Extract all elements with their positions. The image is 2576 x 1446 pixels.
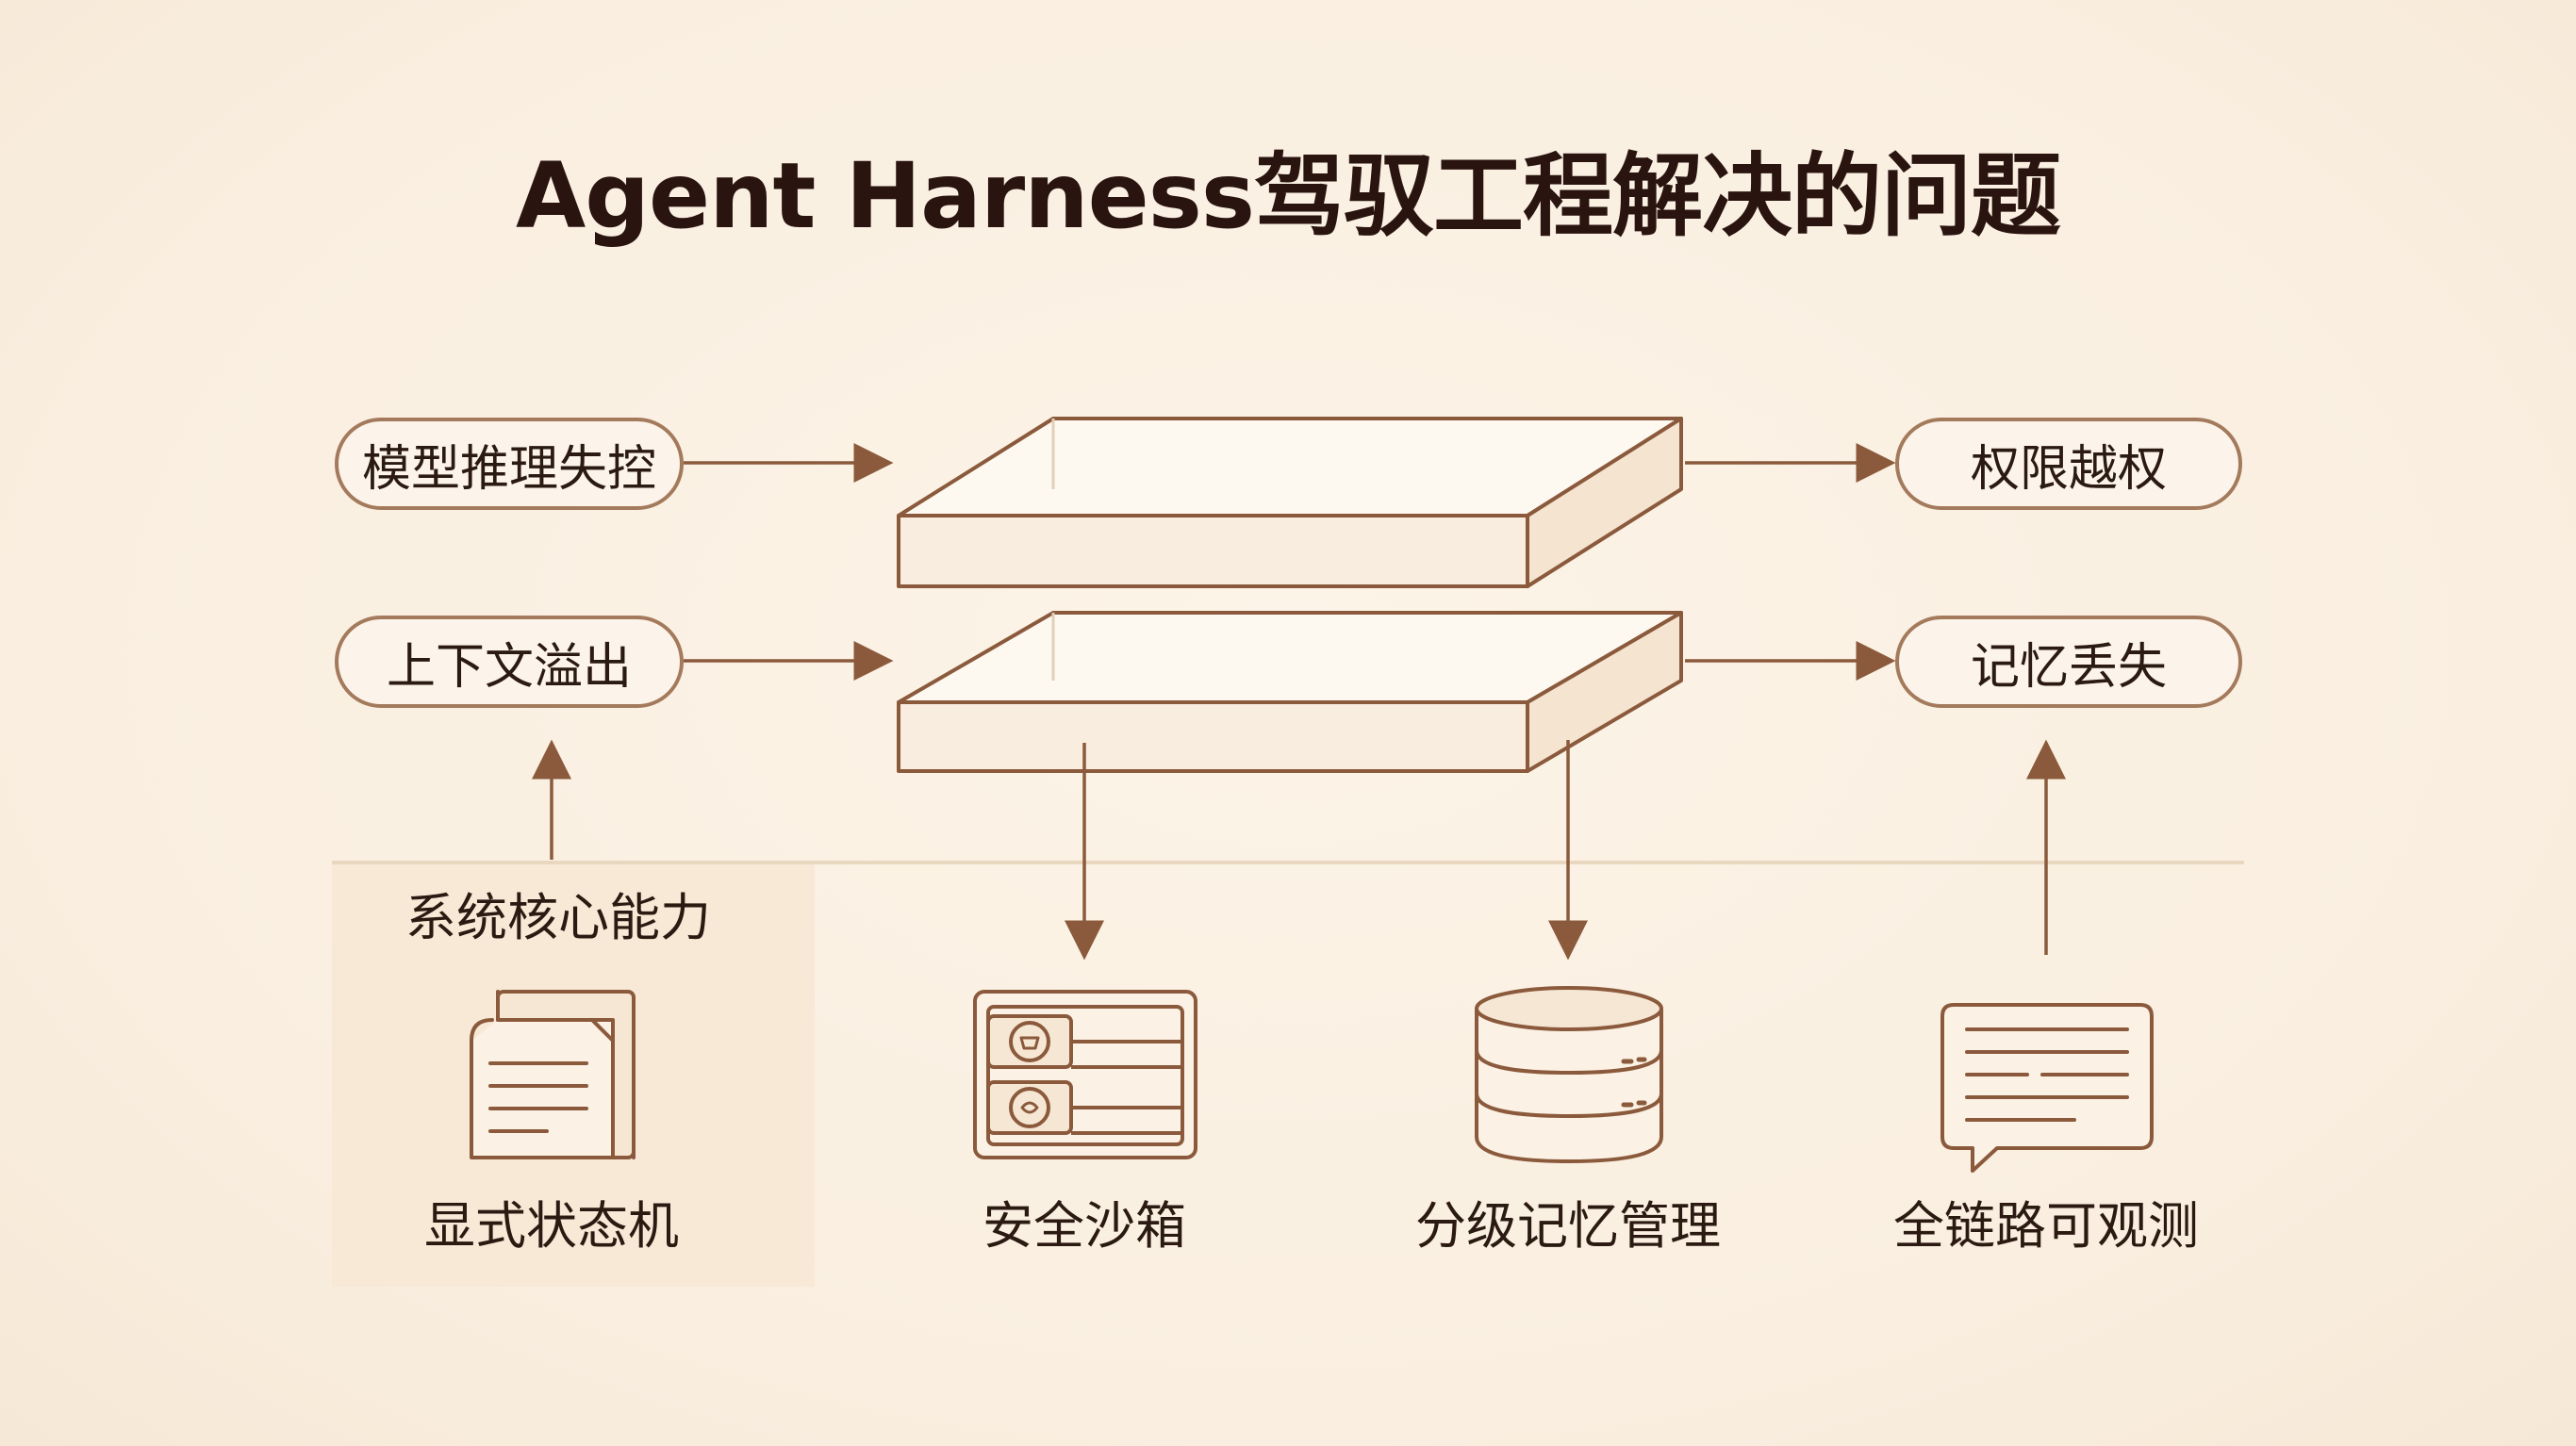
problem-pill-label: 上下文溢出	[386, 638, 632, 696]
database-icon	[1475, 986, 1663, 1164]
capability-label-observability: 全链路可观测	[1893, 1196, 2199, 1256]
problem-pill-reasoning: 模型推理失控	[335, 418, 684, 510]
harness-layer-bottom	[897, 611, 1683, 773]
harness-layer-top	[897, 417, 1683, 588]
page-title: Agent Harness驾驭工程解决的问题	[516, 143, 2061, 249]
sandbox-panel-icon	[973, 990, 1197, 1159]
document-stack-icon	[470, 990, 636, 1159]
capability-label-memory: 分级记忆管理	[1415, 1196, 1721, 1256]
problem-pill-memory: 记忆丢失	[1895, 616, 2242, 708]
problem-pill-label: 权限越权	[1970, 440, 2167, 498]
log-message-icon	[1940, 1003, 2154, 1173]
capability-label-sandbox: 安全沙箱	[983, 1196, 1186, 1256]
problem-pill-label: 记忆丢失	[1970, 638, 2167, 696]
capability-label-state-machine: 显式状态机	[424, 1196, 679, 1256]
problem-pill-permission: 权限越权	[1895, 418, 2242, 510]
core-capabilities-label: 系统核心能力	[405, 888, 711, 947]
problem-pill-label: 模型推理失控	[361, 440, 656, 498]
problem-pill-context: 上下文溢出	[335, 616, 684, 708]
